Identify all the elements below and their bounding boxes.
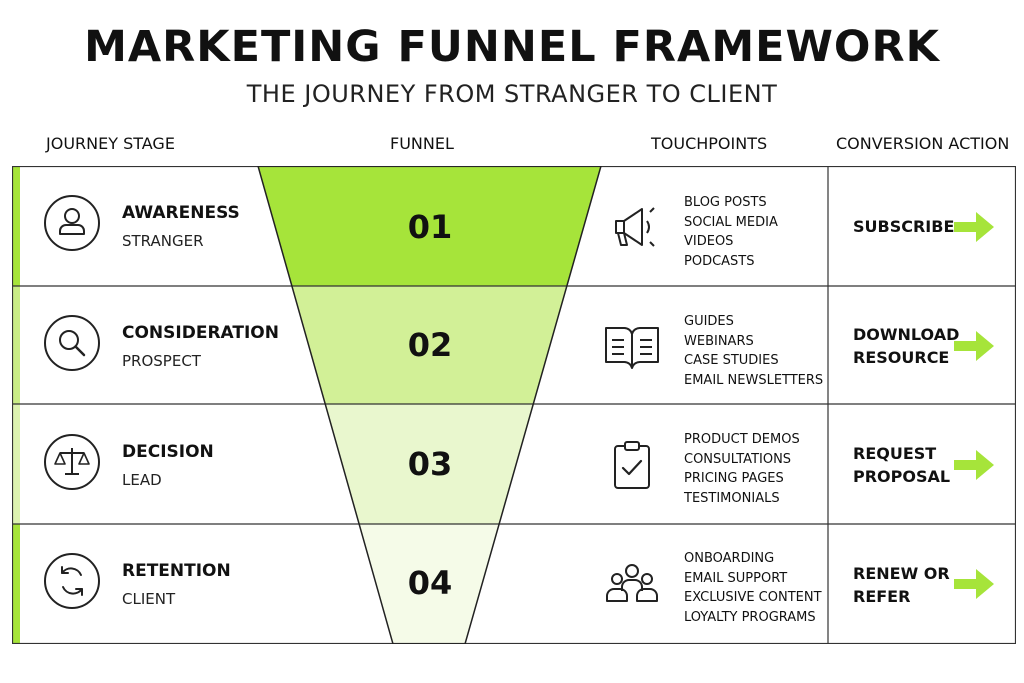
magnifier-icon [44,315,100,371]
page-title: MARKETING FUNNEL FRAMEWORK [84,22,940,72]
conversion-action-line: DOWNLOAD [853,325,960,344]
arrow-right-icon [950,207,998,247]
scales-icon [44,434,100,490]
megaphone-icon [602,197,662,257]
funnel-number: 03 [407,445,453,483]
funnel-number: 01 [407,208,453,246]
touchpoint-item: ONBOARDING [684,551,775,566]
touchpoint-item: PODCASTS [684,253,755,269]
stage-row-awareness: AWARENESS STRANGER [44,166,264,284]
stage-row-decision: DECISION LEAD [44,405,264,523]
touchpoint-item: TESTIMONIALS [684,490,780,506]
funnel-graphic [12,166,1016,644]
funnel-band-01 [258,166,601,286]
conversion-action: RENEW OR REFER [853,562,950,608]
arrow-right-icon [950,445,998,485]
column-header-stage: JOURNEY STAGE [46,134,175,153]
accent-bar-01 [12,166,20,286]
conversion-action-line: SUBSCRIBE [853,217,955,236]
stage-role: LEAD [122,471,162,489]
stage-row-consideration: CONSIDERATION PROSPECT [44,286,279,404]
accent-bar-03 [12,404,20,524]
touchpoint-list: PRODUCT DEMOS CONSULTATIONS PRICING PAGE… [684,430,800,508]
touchpoint-item: PRODUCT DEMOS [684,432,800,447]
stage-name: AWARENESS [122,203,240,223]
touchpoint-list: GUIDES WEBINARS CASE STUDIES EMAIL NEWSL… [684,312,823,390]
page-subtitle: THE JOURNEY FROM STRANGER TO CLIENT [246,80,778,108]
accent-bar-04 [12,524,20,644]
refresh-icon [44,553,100,609]
user-icon [44,195,100,251]
touchpoint-item: EMAIL NEWSLETTERS [684,372,824,388]
conversion-action-line: RESOURCE [853,348,950,367]
touchpoint-item: BLOG POSTS [684,195,767,210]
column-header-funnel: FUNNEL [390,134,454,153]
conversion-action-line: RENEW OR [853,564,950,583]
conversion-action-line: REFER [853,587,911,606]
conversion-action: DOWNLOAD RESOURCE [853,323,959,369]
stage-role: PROSPECT [122,352,201,370]
touchpoint-item: VIDEOS [684,234,734,249]
touchpoint-item: WEBINARS [684,333,754,349]
clipboard-check-icon [602,436,662,496]
conversion-action: SUBSCRIBE [853,215,954,238]
touchpoint-item: GUIDES [684,314,734,329]
touchpoint-item: PRICING PAGES [684,471,784,486]
stage-role: STRANGER [122,232,204,250]
group-icon [602,555,662,615]
conversion-action: REQUEST PROPOSAL [853,442,950,488]
arrow-right-icon [950,326,998,366]
touchpoint-list: BLOG POSTS SOCIAL MEDIA VIDEOS PODCASTS [684,193,778,271]
column-header-conversion: CONVERSION ACTION [836,134,1010,153]
funnel-number: 02 [407,326,453,364]
touchpoint-item: LOYALTY PROGRAMS [684,609,816,625]
open-book-icon [602,316,662,376]
conversion-action-line: REQUEST [853,444,937,463]
stage-role: CLIENT [122,590,176,608]
arrow-right-icon [950,564,998,604]
conversion-action-line: PROPOSAL [853,467,951,486]
touchpoint-item: EMAIL SUPPORT [684,570,788,586]
stage-name: CONSIDERATION [122,323,279,343]
touchpoint-item: EXCLUSIVE CONTENT [684,590,822,605]
touchpoint-item: CASE STUDIES [684,353,779,368]
funnel-number: 04 [407,564,453,602]
accent-bar-02 [12,286,20,404]
stage-name: RETENTION [122,561,231,581]
stage-row-retention: RETENTION CLIENT [44,524,264,642]
column-header-touchpoints: TOUCHPOINTS [651,134,768,153]
touchpoint-list: ONBOARDING EMAIL SUPPORT EXCLUSIVE CONTE… [684,549,822,627]
touchpoint-item: SOCIAL MEDIA [684,214,778,230]
touchpoint-item: CONSULTATIONS [684,451,792,467]
funnel-table [12,166,1016,644]
stage-name: DECISION [122,442,214,462]
